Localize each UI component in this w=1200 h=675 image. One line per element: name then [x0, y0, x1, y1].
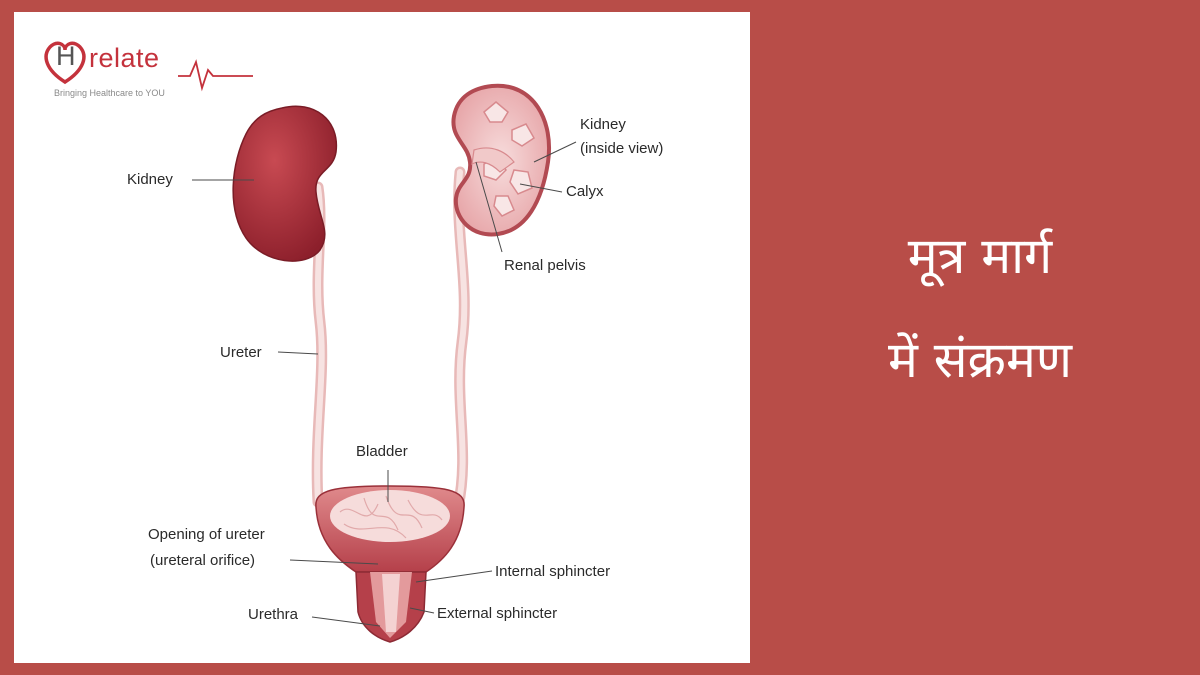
- heart-icon: [44, 41, 253, 92]
- label-urethra: Urethra: [248, 606, 299, 623]
- label-renal-pelvis: Renal pelvis: [504, 257, 586, 274]
- label-calyx: Calyx: [566, 183, 604, 200]
- label-internal-sphincter: Internal sphincter: [495, 563, 611, 580]
- title-line-2: में संक्रमण: [887, 331, 1073, 389]
- label-kidney: Kidney: [127, 171, 173, 188]
- label-external-sphincter: External sphincter: [437, 605, 558, 622]
- label-ureter: Ureter: [220, 344, 262, 361]
- logo-wordmark: relate: [89, 43, 160, 73]
- title-line-1: मूत्र मार्ग: [907, 227, 1053, 285]
- label-kidney-inside-1: Kidney: [580, 116, 626, 133]
- label-kidney-inside-2: (inside view): [580, 140, 664, 157]
- logo-letter: H: [56, 41, 76, 71]
- diagram-panel: H relate Bringing Healthcare to YOU: [14, 12, 750, 663]
- logo-tagline: Bringing Healthcare to YOU: [54, 88, 165, 98]
- urinary-tract-illustration: [192, 83, 577, 643]
- label-bladder: Bladder: [356, 443, 408, 460]
- left-kidney: [232, 105, 338, 262]
- label-opening-1: Opening of ureter: [148, 526, 265, 543]
- label-opening-2: (ureteral orifice): [150, 552, 256, 569]
- hrelate-logo[interactable]: H relate Bringing Healthcare to YOU: [38, 32, 268, 112]
